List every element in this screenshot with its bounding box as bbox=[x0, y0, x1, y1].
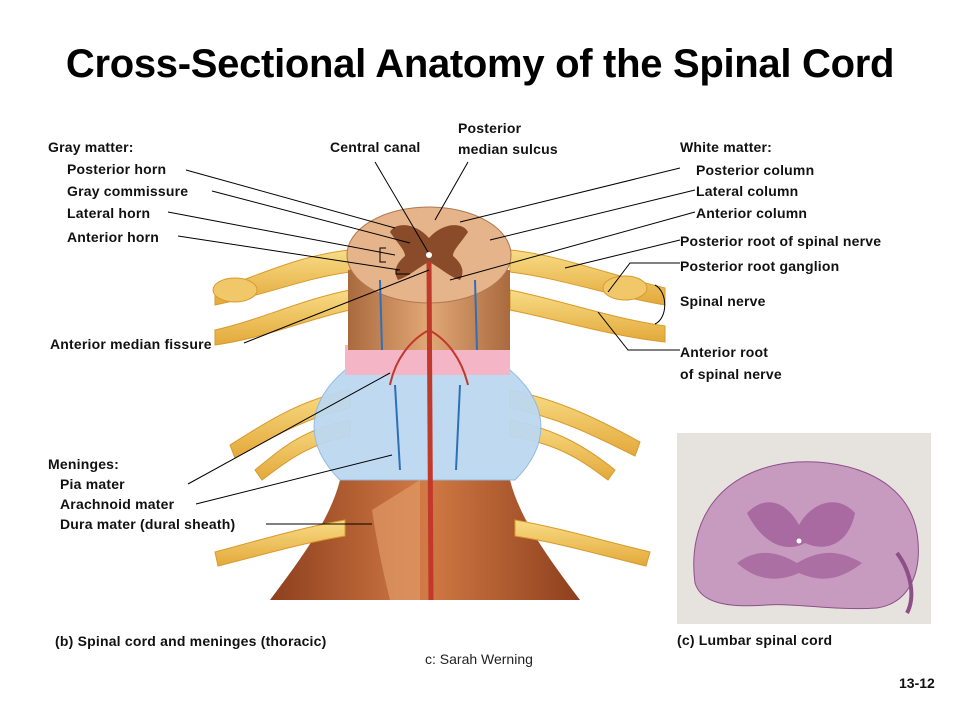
caption-c: (c) Lumbar spinal cord bbox=[677, 632, 833, 648]
label-posterior-median-sulcus-2: median sulcus bbox=[458, 141, 558, 157]
label-arachnoid-mater: Arachnoid mater bbox=[60, 496, 175, 512]
label-spinal-nerve: Spinal nerve bbox=[680, 293, 766, 309]
label-posterior-column: Posterior column bbox=[696, 162, 815, 178]
label-central-canal: Central canal bbox=[330, 139, 421, 155]
caption-b: (b) Spinal cord and meninges (thoracic) bbox=[55, 633, 327, 649]
label-pia-mater: Pia mater bbox=[60, 476, 125, 492]
page-title: Cross-Sectional Anatomy of the Spinal Co… bbox=[65, 42, 895, 86]
label-gray-matter: Gray matter: bbox=[48, 139, 134, 155]
label-posterior-horn: Posterior horn bbox=[67, 161, 167, 177]
arteries bbox=[389, 329, 469, 386]
label-posterior-median-sulcus-1: Posterior bbox=[458, 120, 522, 136]
label-anterior-root-1: Anterior root bbox=[680, 344, 769, 360]
label-meninges: Meninges: bbox=[48, 456, 120, 472]
label-posterior-root: Posterior root of spinal nerve bbox=[680, 233, 882, 249]
posterior-root-ganglion-shape bbox=[602, 275, 648, 301]
page-number: 13-12 bbox=[899, 675, 935, 691]
label-gray-commissure: Gray commissure bbox=[67, 183, 189, 199]
label-anterior-horn: Anterior horn bbox=[67, 229, 160, 245]
label-white-matter: White matter: bbox=[680, 139, 773, 155]
label-dura-mater: Dura mater (dural sheath) bbox=[60, 516, 236, 532]
label-anterior-root-2: of spinal nerve bbox=[680, 366, 782, 382]
image-credit: c: Sarah Werning bbox=[425, 651, 533, 667]
label-posterior-root-ganglion: Posterior root ganglion bbox=[680, 258, 840, 274]
label-lateral-column: Lateral column bbox=[696, 183, 799, 199]
dura-mater bbox=[270, 480, 580, 600]
veins bbox=[379, 279, 478, 471]
central-canal-shape bbox=[426, 252, 432, 258]
lumbar-micrograph bbox=[677, 433, 931, 624]
anterior-spinal-artery bbox=[426, 261, 434, 601]
label-lateral-horn: Lateral horn bbox=[67, 205, 151, 221]
label-anterior-column: Anterior column bbox=[696, 205, 808, 221]
leader-lines bbox=[167, 161, 696, 525]
label-anterior-median-fissure: Anterior median fissure bbox=[50, 336, 212, 352]
